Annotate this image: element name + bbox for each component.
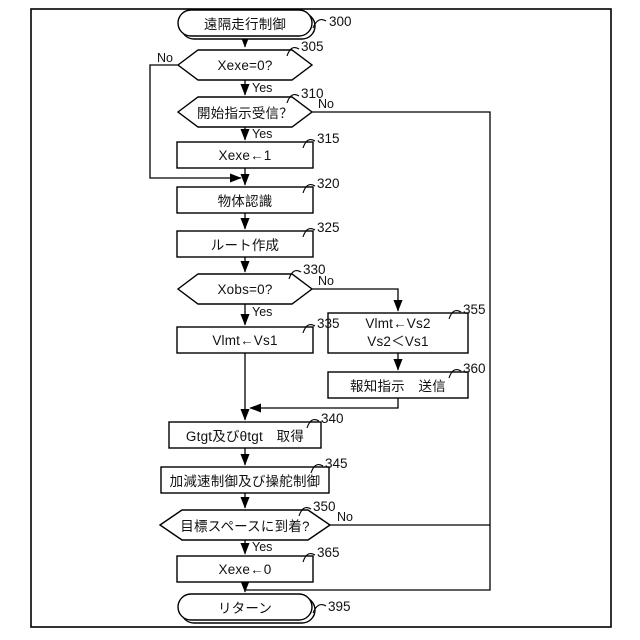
ref-365: 365	[317, 545, 340, 560]
branch-no-310: No	[318, 97, 334, 111]
terminal-start-label: 遠隔走行制御	[203, 17, 287, 32]
figure-frame	[30, 8, 612, 628]
process-335-shape	[176, 326, 314, 354]
process-vlmt-vs2-line2: Vs2＜Vs1	[367, 334, 429, 349]
ref-330: 330	[303, 262, 326, 277]
ref-395: 395	[328, 599, 351, 614]
process-accel-steer-label: 加減速制御及び操舵制御	[169, 474, 321, 489]
process-345-shape	[160, 466, 330, 494]
process-365-shape	[176, 555, 314, 583]
terminal-return-label: リターン	[217, 601, 273, 616]
ref-305: 305	[301, 39, 324, 54]
process-315-shape	[176, 141, 314, 169]
decision-330-shape	[176, 273, 314, 305]
process-vlmt-vs1-label: Vlmt←Vs1	[212, 332, 278, 348]
ref-360: 360	[463, 361, 486, 376]
terminal-return-shape	[177, 593, 313, 621]
terminal-start-shape	[177, 9, 313, 37]
reference-leader-lines	[286, 19, 462, 614]
decision-target-arrival-label: 目標スペースに到着?	[180, 519, 310, 534]
process-355-shape	[327, 312, 469, 354]
decision-start-instruction-label: 開始指示受信？	[197, 106, 293, 121]
ref-355: 355	[463, 302, 486, 317]
process-notify-send-label: 報知指示 送信	[350, 379, 446, 394]
ref-350: 350	[313, 499, 336, 514]
process-vlmt-vs2-label: Vlmt←Vs2 Vs2＜Vs1	[328, 313, 468, 353]
decision-350-shape	[158, 509, 332, 541]
ref-335: 335	[317, 316, 340, 331]
process-xexe-set0-label: Xexe←0	[218, 561, 272, 577]
branch-no-305: No	[157, 51, 173, 65]
process-gtgt-acquire-label: Gtgt及びθtgt 取得	[185, 429, 305, 444]
process-340-shape	[168, 421, 322, 449]
decision-xobs-zero-label: Xobs=0?	[217, 281, 273, 297]
decision-xexe-zero-label: Xexe=0?	[217, 57, 273, 73]
branch-yes-305: Yes	[252, 81, 273, 95]
process-320-shape	[176, 186, 314, 214]
branch-yes-350: Yes	[252, 540, 273, 554]
process-object-recognition-label: 物体認識	[217, 194, 273, 209]
process-route-creation-label: ルート作成	[210, 238, 280, 253]
branch-yes-310: Yes	[252, 127, 273, 141]
process-360-shape	[327, 371, 469, 399]
process-325-shape	[176, 230, 314, 258]
ref-310: 310	[301, 86, 324, 101]
decision-310-shape	[176, 96, 314, 128]
connector-lines	[149, 35, 491, 593]
branch-no-330: No	[318, 274, 334, 288]
ref-340: 340	[321, 411, 344, 426]
branch-no-350: No	[337, 510, 353, 524]
ref-345: 345	[325, 456, 348, 471]
ref-320: 320	[317, 176, 340, 191]
ref-300: 300	[329, 14, 352, 29]
branch-yes-330: Yes	[252, 305, 273, 319]
process-xexe-set1-label: Xexe←1	[218, 147, 272, 163]
process-vlmt-vs2-line1: Vlmt←Vs2	[365, 315, 431, 331]
ref-315: 315	[317, 131, 340, 146]
ref-325: 325	[317, 220, 340, 235]
decision-305-shape	[176, 49, 314, 81]
